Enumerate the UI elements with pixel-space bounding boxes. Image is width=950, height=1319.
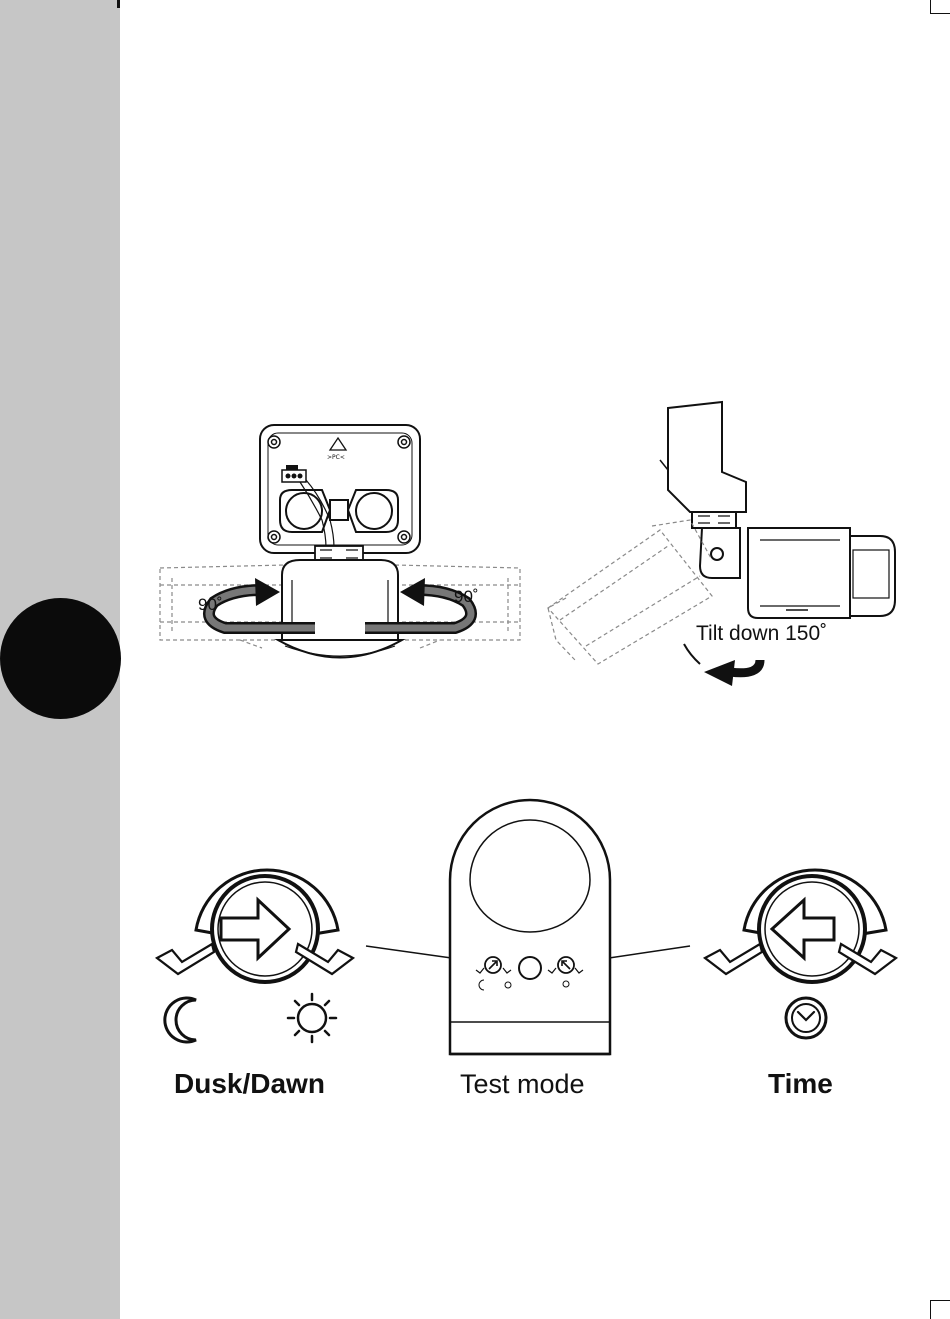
mounting-bracket: [260, 425, 420, 553]
led-lens: [519, 957, 541, 979]
time-label: Time: [768, 1068, 833, 1099]
tilt-figure: Tilt down 150˚: [548, 402, 895, 686]
dial-tick-left: [157, 944, 214, 974]
sensor-body: [748, 528, 895, 618]
tilt-arrow: [684, 644, 760, 686]
sensor-head: [278, 560, 402, 658]
dial-tick-left: [705, 944, 762, 974]
time-dial: [705, 870, 896, 982]
right-rotation-angle: 90˚: [454, 587, 479, 606]
sun-icon: [288, 994, 336, 1042]
sensor-unit-front: [450, 800, 610, 1054]
dusk-dawn-label: Dusk/Dawn: [174, 1068, 325, 1099]
clock-icon: [786, 998, 826, 1038]
left-rotation-angle: 90˚: [198, 595, 223, 614]
crescent-moon-icon: [165, 998, 196, 1042]
test-mode-label: Test mode: [460, 1069, 585, 1099]
wall-bracket: [660, 402, 746, 528]
dusk-dawn-dial: [157, 870, 353, 982]
tilted-position-outline: [548, 520, 712, 664]
svg-text:>PC<: >PC<: [327, 454, 345, 461]
tilt-angle-label: Tilt down 150˚: [696, 622, 827, 645]
tilt-hinge: [700, 528, 740, 578]
rotation-figure: >PC<: [160, 425, 520, 658]
